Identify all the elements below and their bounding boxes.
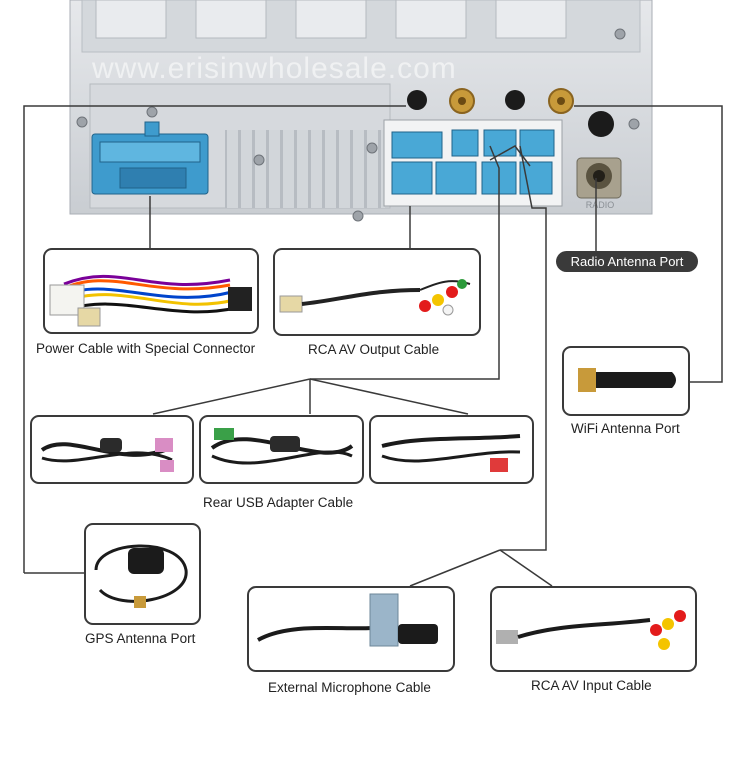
watermark-text: www.erisinwholesale.com [92, 52, 457, 85]
rca-output-cable-icon [279, 279, 471, 316]
rca-input-cable-icon [496, 610, 686, 650]
connection-lines [23, 105, 723, 587]
usb-cable-icon [381, 434, 521, 472]
av-connector-block-icon [383, 119, 563, 207]
gps-antenna-label: GPS Antenna Port [85, 631, 196, 646]
power-cable-label: Power Cable with Special Connector [36, 341, 256, 356]
radio-port-icon [576, 157, 622, 199]
usb-cable-icon [40, 438, 174, 472]
wifi-antenna-label: WiFi Antenna Port [571, 421, 680, 436]
wifi-antenna-icon [578, 368, 676, 392]
radio-antenna-label: Radio Antenna Port [556, 251, 698, 272]
microphone-cable-icon [257, 593, 438, 647]
gold-connector-icon [449, 88, 574, 114]
rca-output-label: RCA AV Output Cable [308, 342, 440, 357]
head-unit-chassis: RADIO [69, 0, 653, 222]
radio-port-text: RADIO [586, 200, 615, 210]
rca-input-label: RCA AV Input Cable [531, 678, 652, 693]
rca-input-box [490, 586, 697, 672]
usb-cable-icon [210, 428, 354, 465]
mic-cable-label: External Microphone Cable [268, 680, 431, 695]
power-connector-icon [91, 121, 209, 195]
usb-cable-label: Rear USB Adapter Cable [203, 495, 354, 510]
product-boxes [30, 248, 697, 672]
usb-cable-box-3 [369, 415, 534, 484]
gps-puck-icon [94, 544, 188, 608]
power-cable-harness-icon [49, 274, 252, 327]
